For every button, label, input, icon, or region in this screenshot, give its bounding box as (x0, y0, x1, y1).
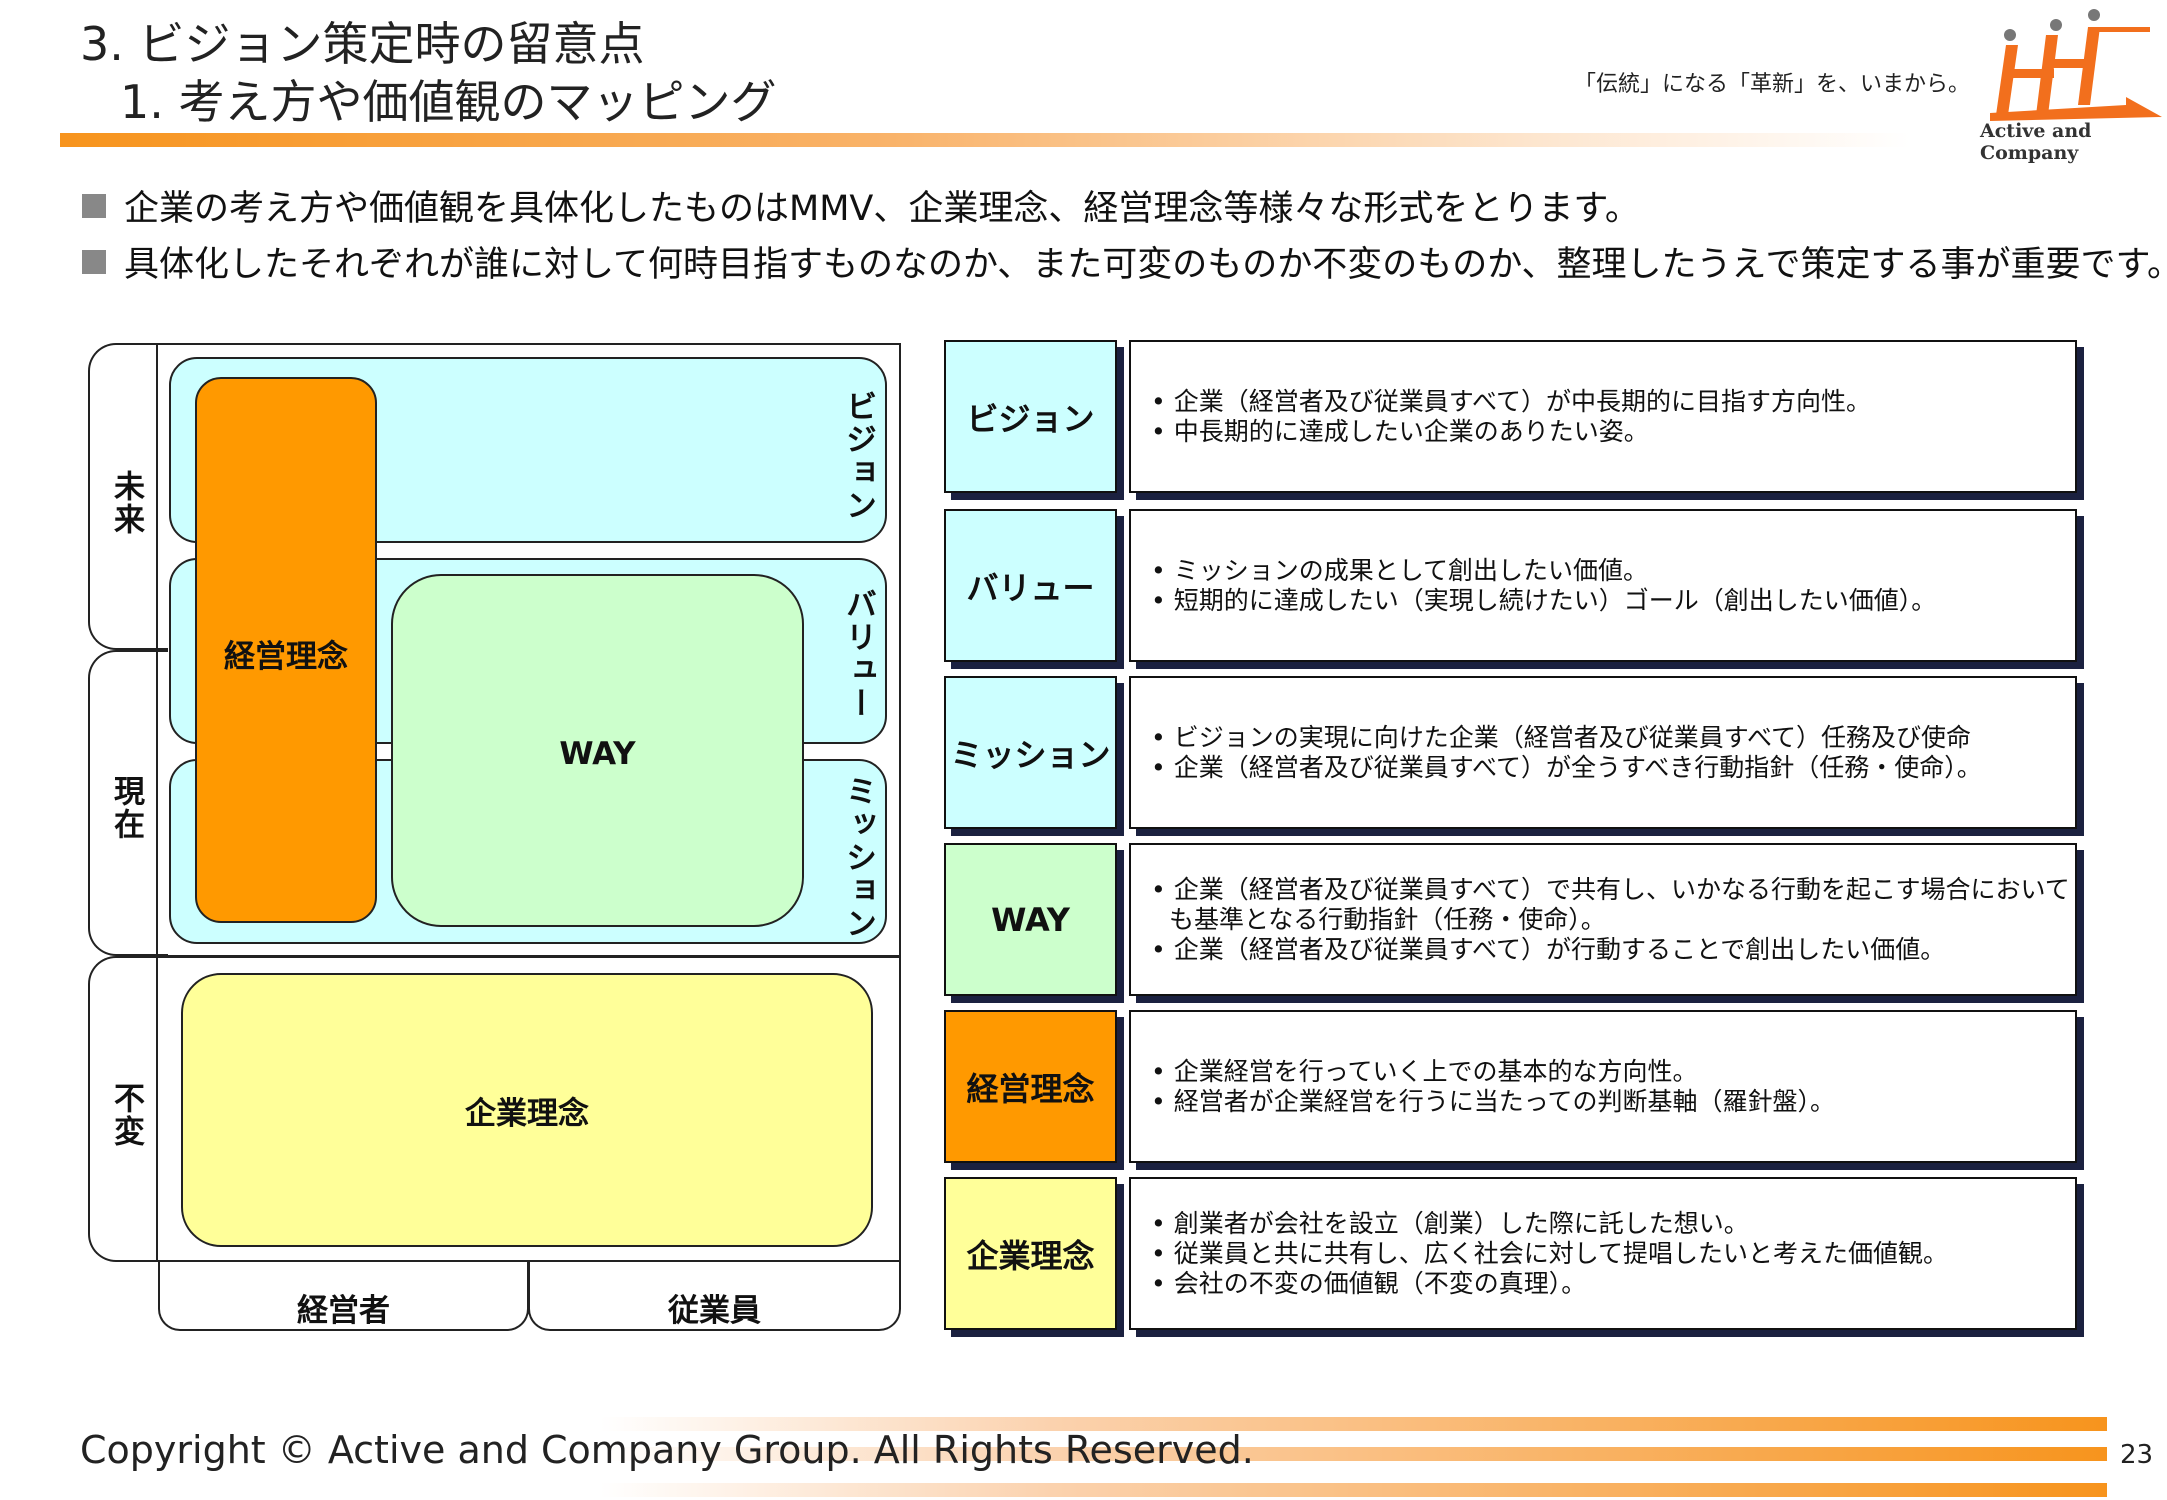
bullet-text: 具体化したそれぞれが誰に対して何時目指すものなのか、また可変のものか不変のものか… (124, 245, 2167, 285)
management-philosophy-box: 経営理念 (195, 377, 377, 923)
definition-description: • ビジョンの実現に向けた企業（経営者及び従業員すべて）任務及び使命• 企業（経… (1129, 676, 2077, 829)
definition-label: 企業理念 (944, 1177, 1117, 1330)
col-label-employees: 従業員 (668, 1292, 761, 1329)
copyright: Copyright © Active and Company Group. Al… (80, 1428, 1254, 1472)
bullet-1: 企業の考え方や価値観を具体化したものはMMV、企業理念、経営理念等様々な形式をと… (82, 180, 1640, 231)
row-present (88, 650, 168, 956)
definition-description: • ミッションの成果として創出したい価値。• 短期的に達成したい（実現し続けたい… (1129, 509, 2077, 662)
corporate-philosophy-label: 企業理念 (465, 1095, 589, 1132)
bullet-dot-icon: • (1151, 1056, 1174, 1086)
definition-line: • 企業（経営者及び従業員すべて）が中長期的に目指す方向性。 (1151, 387, 2075, 417)
row-label-present: 現在 (108, 775, 144, 841)
definition-text: 企業（経営者及び従業員すべて）が全うすべき行動指針（任務・使命）。 (1173, 752, 1982, 782)
footer-stripe (600, 1483, 2107, 1497)
definition-text: 中長期的に達成したい企業のありたい姿。 (1173, 416, 1649, 446)
page-number: 23 (2120, 1440, 2154, 1470)
definition-line: • 企業（経営者及び従業員すべて）で共有し、いかなる行動を起こす場合においても基… (1151, 875, 2075, 935)
definition-line: • 従業員と共に共有し、広く社会に対して提唱したいと考えた価値観。 (1151, 1239, 2075, 1269)
footer-stripe (600, 1417, 2107, 1431)
page-subtitle: 1. 考え方や価値観のマッピング (120, 75, 777, 129)
way-box: WAY (391, 574, 804, 927)
value-label: バリュー (840, 588, 876, 720)
col-employees (528, 1262, 901, 1331)
logo-caption: Active and Company (1980, 120, 2092, 164)
definition-description: • 企業（経営者及び従業員すべて）が中長期的に目指す方向性。• 中長期的に達成し… (1129, 340, 2077, 493)
definition-description: • 企業（経営者及び従業員すべて）で共有し、いかなる行動を起こす場合においても基… (1129, 843, 2077, 996)
definition-label: ビジョン (944, 340, 1117, 493)
company-logo-icon (1990, 9, 2162, 121)
bullet-dot-icon: • (1151, 386, 1174, 416)
page-title: 3. ビジョン策定時の留意点 (80, 17, 645, 71)
definition-text: 企業（経営者及び従業員すべて）が行動することで創出したい価値。 (1173, 934, 1946, 964)
square-bullet-icon (82, 193, 106, 218)
definition-label: ミッション (944, 676, 1117, 829)
grid-lower (156, 956, 901, 1262)
mission-label: ミッション (840, 775, 876, 940)
bullet-2: 具体化したそれぞれが誰に対して何時目指すものなのか、また可変のものか不変のものか… (82, 236, 2167, 287)
definition-text: 会社の不変の価値観（不変の真理）。 (1173, 1268, 1587, 1298)
row-future (88, 343, 168, 650)
bullet-dot-icon: • (1151, 722, 1174, 752)
header-bar (60, 133, 1910, 147)
definition-line: • 経営者が企業経営を行うに当たっての判断基軸（羅針盤）。 (1151, 1087, 2075, 1117)
bullet-dot-icon: • (1151, 416, 1174, 446)
definition-text: 企業（経営者及び従業員すべて）が中長期的に目指す方向性。 (1173, 386, 1871, 416)
definition-description: • 創業者が会社を設立（創業）した際に託した想い。• 従業員と共に共有し、広く社… (1129, 1177, 2077, 1330)
bullet-dot-icon: • (1151, 1268, 1174, 1298)
definition-line: • 中長期的に達成したい企業のありたい姿。 (1151, 417, 2075, 447)
bullet-dot-icon: • (1151, 585, 1174, 615)
definition-label: 経営理念 (944, 1010, 1117, 1163)
definition-text: 従業員と共に共有し、広く社会に対して提唱したいと考えた価値観。 (1173, 1238, 1948, 1268)
definition-line: • 短期的に達成したい（実現し続けたい）ゴール（創出したい価値）。 (1151, 586, 2075, 616)
definition-text: 経営者が企業経営を行うに当たっての判断基軸（羅針盤）。 (1173, 1086, 1835, 1116)
definition-text: 企業（経営者及び従業員すべて）で共有し、いかなる行動を起こす場合においても基準と… (1169, 874, 2070, 934)
row-unchanging (88, 956, 168, 1262)
row-label-unchanging: 不変 (108, 1082, 144, 1148)
row-label-future: 未来 (108, 470, 144, 536)
definition-line: • 創業者が会社を設立（創業）した際に託した想い。 (1151, 1209, 2075, 1239)
way-label: WAY (559, 736, 636, 772)
definition-line: • ミッションの成果として創出したい価値。 (1151, 556, 2075, 586)
definition-label: バリュー (944, 509, 1117, 662)
definition-text: 創業者が会社を設立（創業）した際に託した想い。 (1173, 1208, 1749, 1238)
bullet-dot-icon: • (1151, 555, 1174, 585)
square-bullet-icon (82, 249, 106, 274)
footer-stripe (600, 1447, 2107, 1461)
bullet-dot-icon: • (1151, 1238, 1174, 1268)
definition-line: • 企業（経営者及び従業員すべて）が行動することで創出したい価値。 (1151, 935, 2075, 965)
vision-label: ビジョン (840, 390, 876, 522)
definition-description: • 企業経営を行っていく上での基本的な方向性。• 経営者が企業経営を行うに当たっ… (1129, 1010, 2077, 1163)
definition-line: • 会社の不変の価値観（不変の真理）。 (1151, 1269, 2075, 1299)
definition-text: ミッションの成果として創出したい価値。 (1173, 555, 1648, 585)
definition-line: • 企業（経営者及び従業員すべて）が全うすべき行動指針（任務・使命）。 (1151, 753, 2075, 783)
bullet-dot-icon: • (1151, 874, 1174, 904)
bullet-dot-icon: • (1151, 1086, 1174, 1116)
definition-label: WAY (944, 843, 1117, 996)
definition-text: 企業経営を行っていく上での基本的な方向性。 (1173, 1056, 1698, 1086)
col-label-management: 経営者 (297, 1292, 390, 1329)
corporate-philosophy-box: 企業理念 (181, 973, 873, 1247)
bullet-dot-icon: • (1151, 752, 1174, 782)
tagline: 「伝統」になる「革新」を、いまから。 (1573, 72, 1970, 97)
definition-line: • 企業経営を行っていく上での基本的な方向性。 (1151, 1057, 2075, 1087)
definition-line: • ビジョンの実現に向けた企業（経営者及び従業員すべて）任務及び使命 (1151, 723, 2075, 753)
bullet-dot-icon: • (1151, 1208, 1174, 1238)
management-philosophy-label: 経営理念 (224, 639, 348, 675)
definition-text: ビジョンの実現に向けた企業（経営者及び従業員すべて）任務及び使命 (1173, 722, 1971, 752)
bullet-dot-icon: • (1151, 934, 1174, 964)
definition-text: 短期的に達成したい（実現し続けたい）ゴール（創出したい価値）。 (1173, 585, 1937, 615)
bullet-text: 企業の考え方や価値観を具体化したものはMMV、企業理念、経営理念等様々な形式をと… (124, 189, 1640, 229)
